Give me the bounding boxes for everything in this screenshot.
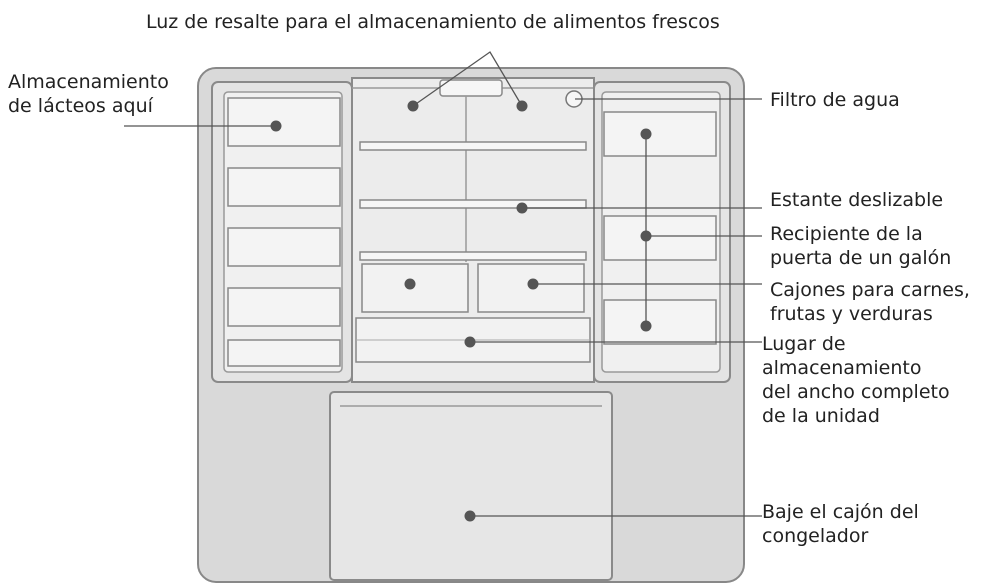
dot-light-right <box>516 100 528 112</box>
dot-light-left <box>407 100 419 112</box>
shelf <box>359 141 587 151</box>
left-door <box>211 81 353 383</box>
leader-lines <box>124 51 762 517</box>
label-highlight-light: Luz de resalte para el almacenamiento de… <box>146 11 720 33</box>
label-freezer: Baje el cajón del congelador <box>762 501 919 547</box>
dot-full-width <box>464 336 476 348</box>
dot-gallon-mid <box>640 230 652 242</box>
label-full-width: Lugar de almacenamiento del ancho comple… <box>762 333 950 427</box>
label-dairy: Almacenamiento de lácteos aquí <box>8 71 169 117</box>
label-crisper: Cajones para carnes, frutas y verduras <box>770 279 970 325</box>
left-door-bin <box>227 97 341 147</box>
freezer-drawer <box>329 391 613 581</box>
dot-gallon-bottom <box>640 320 652 332</box>
fresh-food-compartment <box>351 77 595 383</box>
dot-crisper-left <box>404 278 416 290</box>
sliding-shelf-rail <box>359 199 587 209</box>
dot-dairy <box>270 120 282 132</box>
label-water-filter: Filtro de agua <box>770 89 900 111</box>
left-door-bin <box>227 227 341 267</box>
right-door <box>593 81 731 383</box>
left-door-bin <box>227 167 341 207</box>
right-door-bin <box>603 215 717 261</box>
dot-freezer <box>464 510 476 522</box>
callout-dots <box>270 100 652 522</box>
shelf <box>359 251 587 261</box>
label-sliding-shelf: Estante deslizable <box>770 189 944 211</box>
label-gallon-bin: Recipiente de la puerta de un galón <box>770 223 952 269</box>
left-door-bin <box>227 339 341 367</box>
dot-gallon-top <box>640 128 652 140</box>
dot-sliding-shelf <box>516 202 528 214</box>
dot-crisper-right <box>527 278 539 290</box>
left-door-bin <box>227 287 341 327</box>
right-door-bin <box>603 299 717 345</box>
crisper-drawer-left <box>361 263 469 313</box>
leader-highlight-light <box>412 51 523 107</box>
right-door-bin <box>603 111 717 157</box>
light-housing <box>439 79 503 97</box>
